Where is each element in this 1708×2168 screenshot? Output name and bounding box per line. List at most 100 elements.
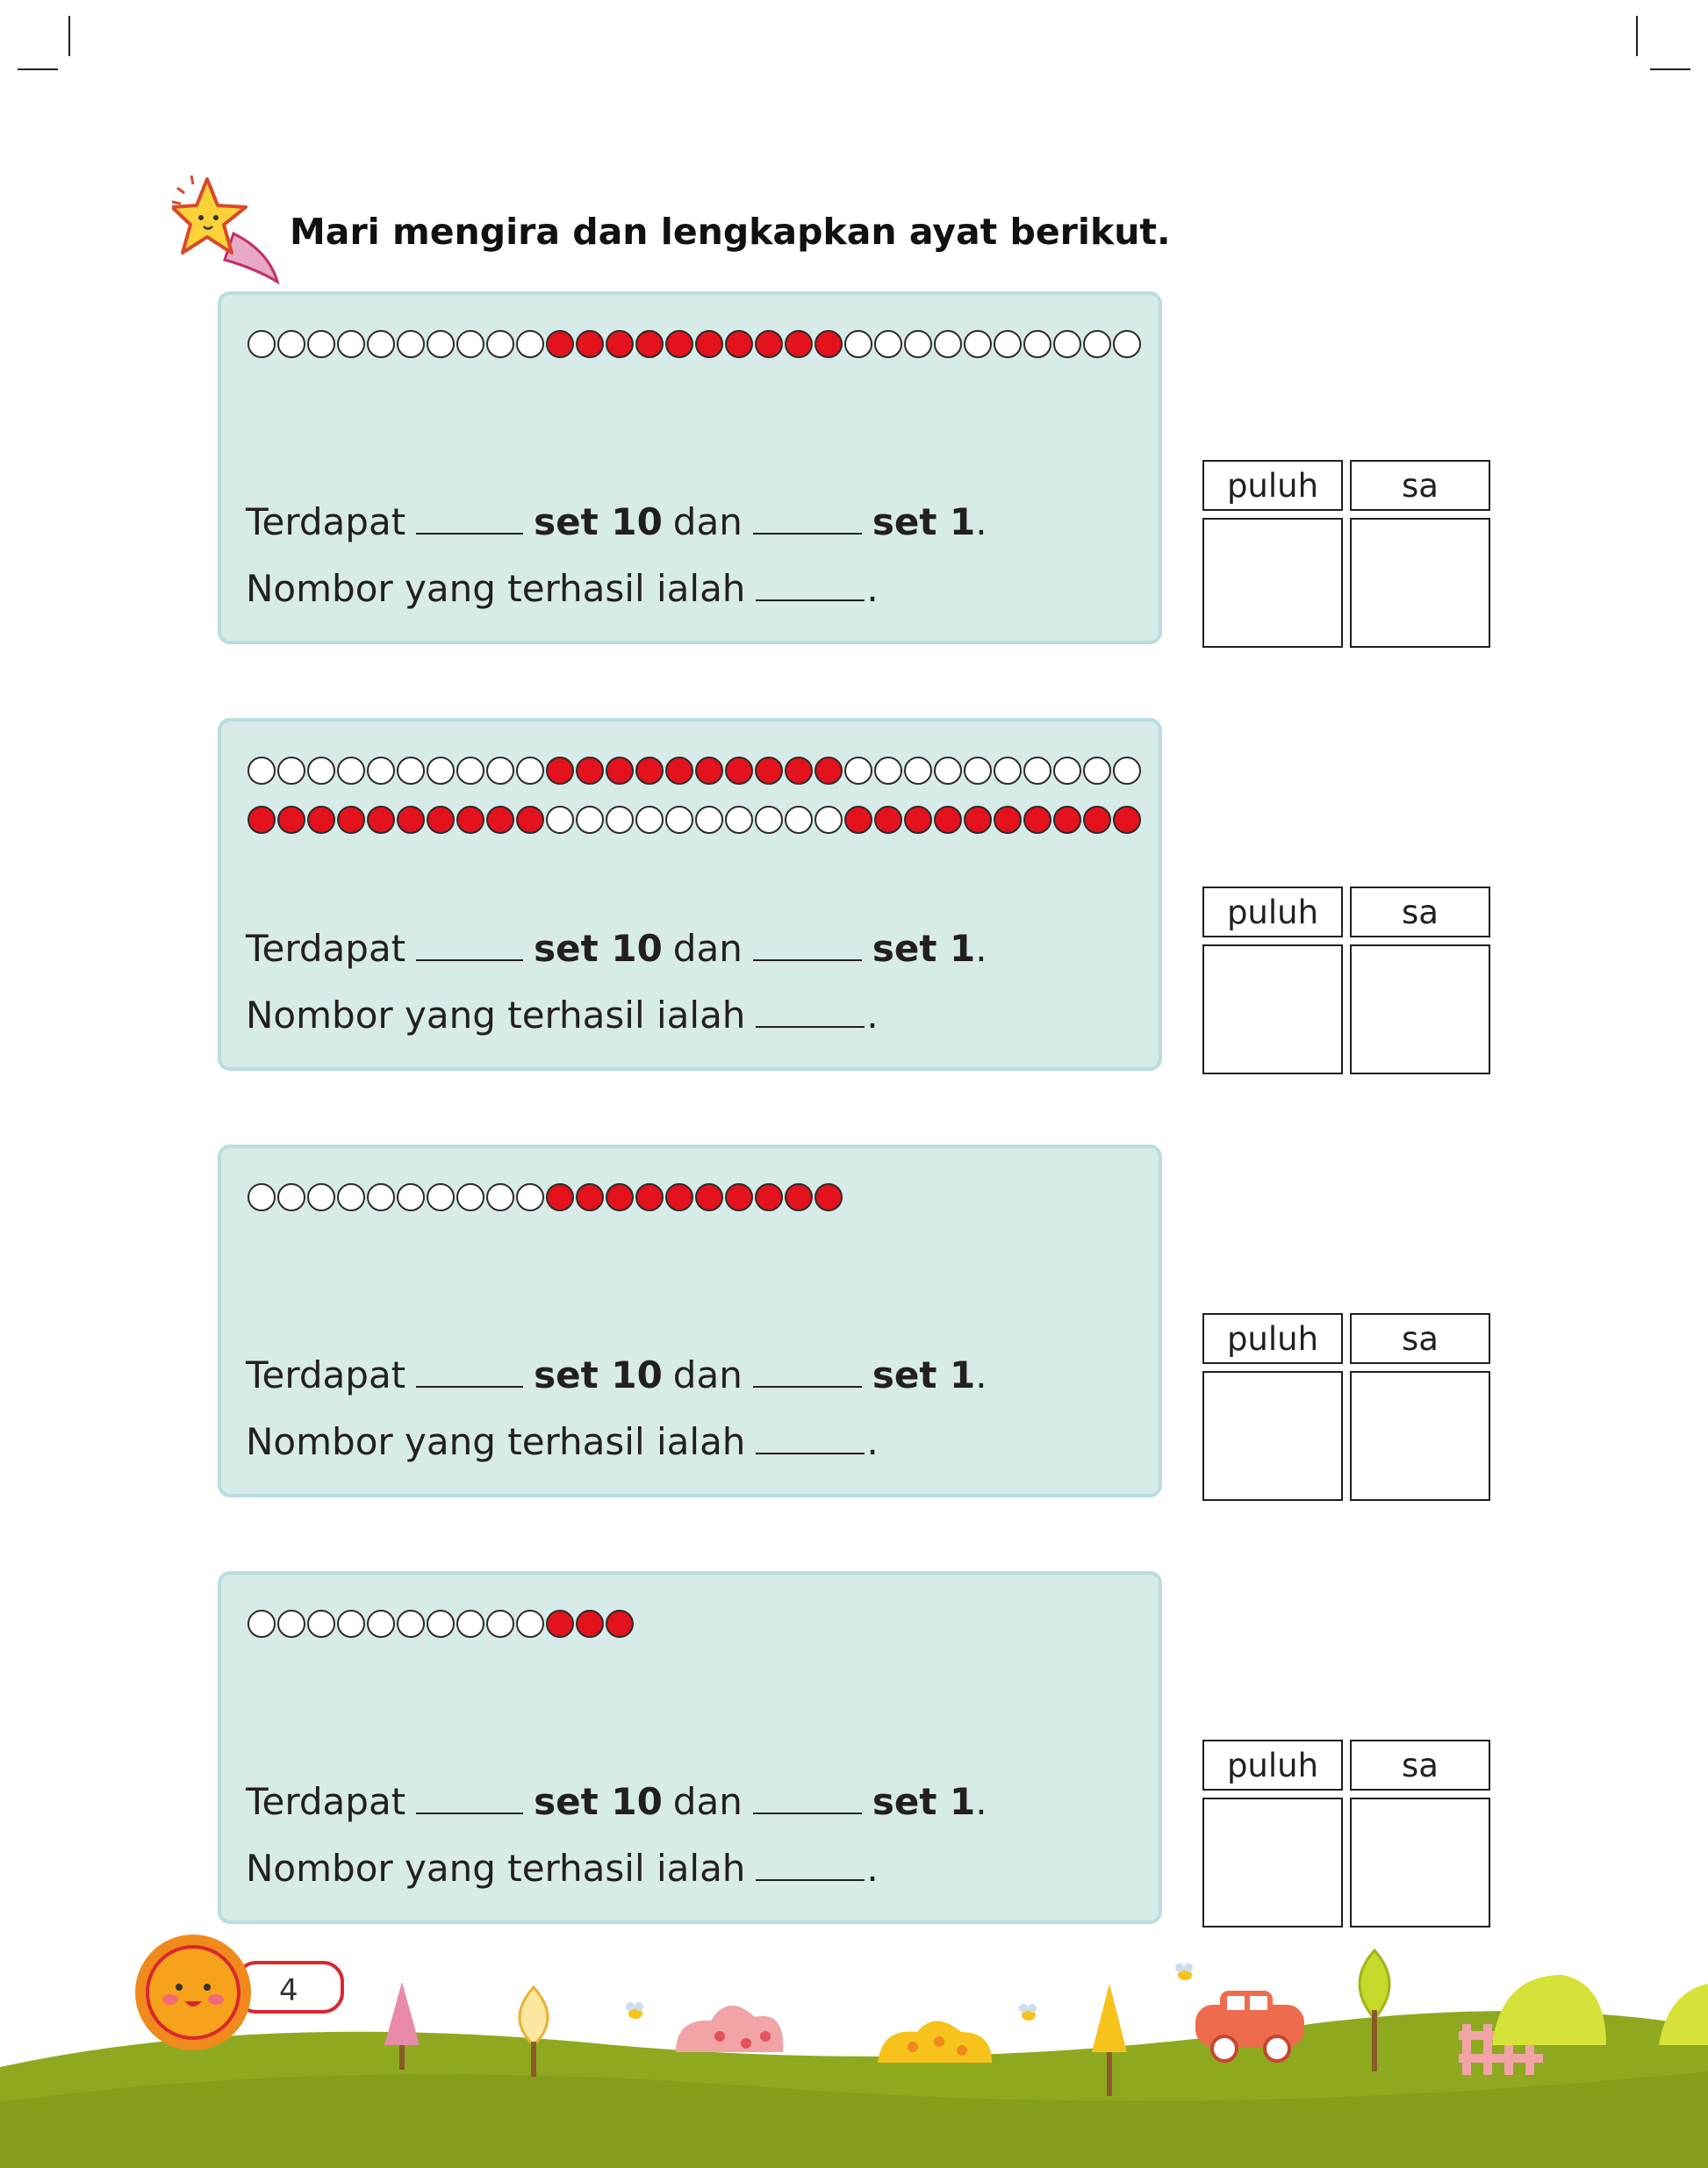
red-bead — [695, 330, 723, 358]
red-bead — [725, 757, 753, 785]
tens-blank[interactable] — [416, 1813, 524, 1814]
set10-label: set 10 — [534, 1780, 663, 1823]
red-bead — [606, 1183, 634, 1211]
bee-icon — [626, 2002, 643, 2019]
white-bead — [427, 1610, 455, 1638]
sa-header: sa — [1350, 1740, 1490, 1791]
puluh-header: puluh — [1202, 1313, 1343, 1364]
period: . — [866, 567, 879, 610]
white-bead — [516, 1610, 544, 1638]
ones-blank[interactable] — [752, 1813, 862, 1814]
car-icon — [1195, 1991, 1304, 2063]
red-bead — [815, 1183, 843, 1211]
set1-label: set 1 — [872, 500, 976, 543]
red-bead — [695, 757, 723, 785]
ones-blank[interactable] — [752, 1386, 862, 1388]
tree-icon — [518, 1985, 549, 2077]
number-blank[interactable] — [756, 1453, 865, 1454]
bead-row — [248, 1610, 635, 1641]
number-blank[interactable] — [756, 1026, 865, 1028]
white-bead — [994, 757, 1022, 785]
crop-mark — [68, 16, 70, 56]
red-bead — [1083, 806, 1111, 834]
red-bead — [755, 1183, 783, 1211]
white-bead — [337, 757, 365, 785]
ones-blank[interactable] — [752, 533, 862, 535]
white-bead — [934, 757, 962, 785]
red-bead — [1113, 806, 1141, 834]
white-bead — [874, 330, 902, 358]
set1-label: set 1 — [872, 1780, 976, 1823]
bead-row — [248, 806, 1143, 837]
white-bead — [904, 330, 932, 358]
white-bead — [844, 757, 872, 785]
red-bead — [874, 806, 902, 834]
red-bead — [665, 330, 693, 358]
sa-header: sa — [1350, 460, 1490, 511]
tens-blank[interactable] — [416, 1386, 524, 1388]
white-bead — [248, 1183, 276, 1211]
sa-answer-box[interactable] — [1350, 944, 1490, 1074]
sa-header: sa — [1350, 1313, 1490, 1364]
white-bead — [427, 1183, 455, 1211]
white-bead — [427, 330, 455, 358]
tens-blank[interactable] — [416, 959, 524, 961]
white-bead — [367, 1183, 395, 1211]
number-sentence: Nombor yang terhasil ialah. — [246, 1847, 879, 1890]
white-bead — [1083, 330, 1111, 358]
ones-blank[interactable] — [752, 959, 862, 961]
footer-scenery — [0, 1935, 1708, 2168]
tree-icon — [1092, 1984, 1127, 2096]
white-bead — [307, 1610, 335, 1638]
tens-blank[interactable] — [416, 533, 524, 535]
dan-word: dan — [672, 1780, 743, 1823]
red-bead — [486, 806, 514, 834]
puluh-answer-box[interactable] — [1202, 944, 1343, 1074]
white-bead — [874, 757, 902, 785]
white-bead — [1023, 330, 1051, 358]
red-bead — [785, 757, 813, 785]
white-bead — [456, 330, 484, 358]
sa-answer-box[interactable] — [1350, 518, 1490, 648]
white-bead — [964, 757, 992, 785]
sa-answer-box[interactable] — [1350, 1371, 1490, 1501]
page-number: 4 — [279, 1973, 298, 2008]
white-bead — [725, 806, 753, 834]
set1-label: set 1 — [872, 927, 976, 970]
tree-icon — [384, 1982, 420, 2070]
white-bead — [427, 757, 455, 785]
instruction-text: Mari mengira dan lengkapkan ayat berikut… — [290, 211, 1171, 253]
red-bead — [994, 806, 1022, 834]
white-bead — [486, 330, 514, 358]
number-blank[interactable] — [756, 599, 865, 601]
set10-label: set 10 — [534, 927, 663, 970]
set1-label: set 1 — [872, 1353, 976, 1396]
set10-label: set 10 — [534, 1353, 663, 1396]
white-bead — [277, 330, 305, 358]
period: . — [975, 927, 987, 970]
white-bead — [486, 757, 514, 785]
white-bead — [516, 330, 544, 358]
sa-answer-box[interactable] — [1350, 1798, 1490, 1928]
white-bead — [904, 757, 932, 785]
sa-header: sa — [1350, 887, 1490, 937]
white-bead — [1023, 757, 1051, 785]
number-text: Nombor yang terhasil ialah — [246, 1420, 746, 1463]
red-bead — [277, 806, 305, 834]
white-bead — [307, 1183, 335, 1211]
red-bead — [635, 1183, 664, 1211]
puluh-answer-box[interactable] — [1202, 518, 1343, 648]
number-sentence: Nombor yang terhasil ialah. — [246, 1420, 879, 1463]
white-bead — [516, 757, 544, 785]
bee-icon — [1019, 2004, 1037, 2021]
white-bead — [456, 1610, 484, 1638]
sentence-start: Terdapat — [246, 500, 406, 543]
puluh-answer-box[interactable] — [1202, 1798, 1343, 1928]
white-bead — [934, 330, 962, 358]
number-blank[interactable] — [756, 1879, 865, 1881]
puluh-answer-box[interactable] — [1202, 1371, 1343, 1501]
red-bead — [665, 757, 693, 785]
